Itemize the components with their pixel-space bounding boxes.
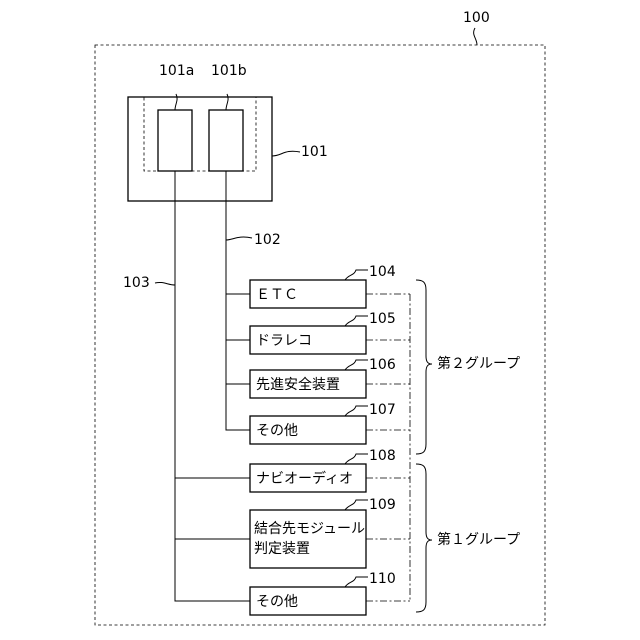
group-second-brace (416, 280, 432, 454)
group-first-brace (416, 464, 432, 612)
device-box-judge (250, 510, 366, 568)
device-label-etc: ＥＴＣ (256, 287, 298, 303)
port-a-box (158, 110, 192, 171)
port-a-ref-label: 101a (159, 63, 194, 79)
system-ref-leader (474, 28, 477, 45)
device-ref-other-first: 110 (369, 571, 396, 587)
group-second-label: 第２グループ (437, 355, 520, 372)
device-label-dashcam: ドラレコ (256, 333, 312, 349)
device-ref-navi: 108 (369, 448, 396, 464)
device-label-navi: ナビオーディオ (256, 470, 353, 487)
device-leader-dashcam (345, 316, 368, 326)
bus-second-leader (226, 237, 252, 240)
device-leader-adas (345, 360, 368, 370)
device-ref-etc: 104 (369, 264, 396, 280)
device-label-adas: 先進安全装置 (256, 376, 340, 393)
system-ref-label: 100 (463, 10, 490, 26)
device-ref-dashcam: 105 (369, 311, 396, 327)
group-first-label: 第１グループ (437, 531, 520, 548)
controller-leader (272, 151, 300, 156)
port-b-box (209, 110, 243, 171)
device-ref-adas: 106 (369, 357, 396, 373)
bus-second-ref-label: 102 (254, 232, 281, 248)
controller-ref-label: 101 (301, 144, 328, 160)
device-ref-other-second: 107 (369, 402, 396, 418)
device-label-judge-line2: 判定装置 (254, 541, 310, 557)
device-leader-navi (345, 454, 368, 464)
device-label-judge-line1: 結合先モジュール (254, 521, 365, 537)
bus-second-line (226, 171, 250, 430)
device-label-other-first: その他 (256, 594, 298, 610)
bus-first-leader (155, 282, 175, 285)
device-leader-other-first (345, 577, 368, 587)
device-label-other-second: その他 (256, 423, 298, 439)
bus-first-line (175, 171, 250, 601)
controller-box (128, 97, 272, 201)
device-leader-etc (345, 270, 368, 280)
port-b-ref-label: 101b (211, 63, 247, 79)
device-ref-judge: 109 (369, 497, 396, 513)
device-leader-other-second (345, 406, 368, 416)
bus-first-ref-label: 103 (123, 275, 150, 291)
device-leader-judge (345, 500, 368, 510)
